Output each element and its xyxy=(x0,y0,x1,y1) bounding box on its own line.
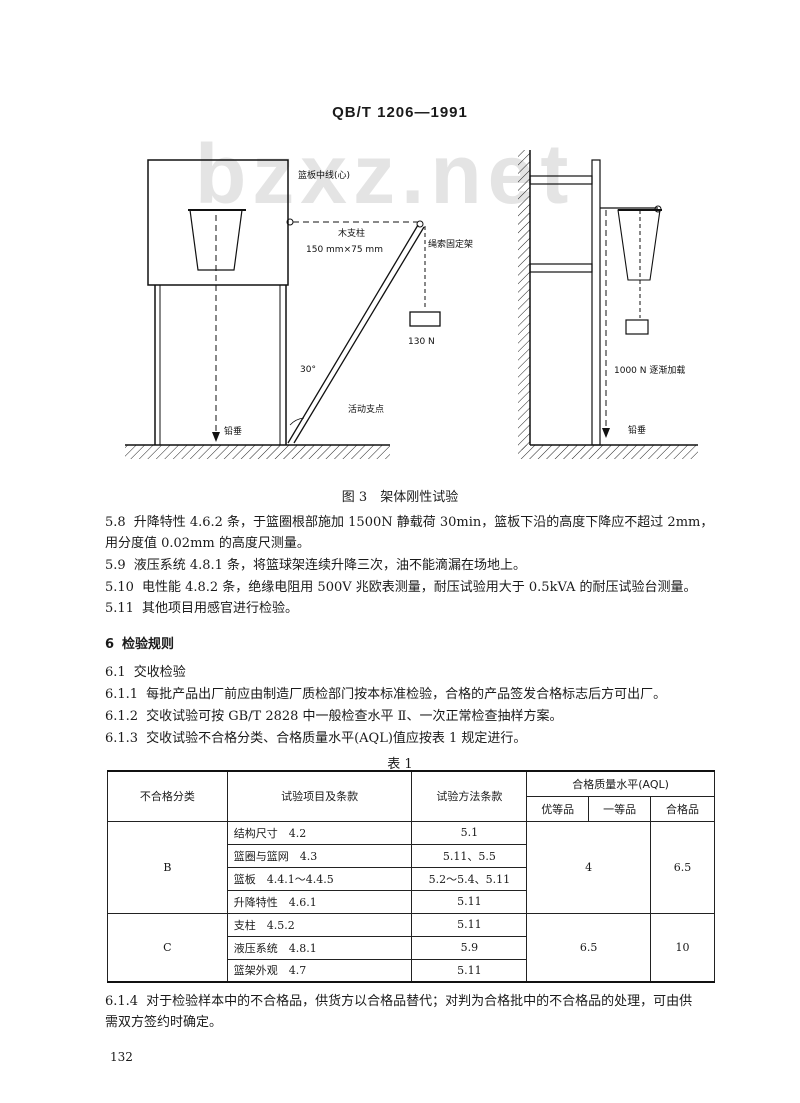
ground-right xyxy=(518,445,698,459)
load-1000n xyxy=(625,319,649,335)
item-cell: 支柱 4.5.2 xyxy=(226,912,413,937)
category-b: B xyxy=(107,820,228,914)
method-cell: 5.11 xyxy=(411,912,528,937)
table-row: 篮圈与篮网 4.3 5.11、5.5 xyxy=(108,843,715,868)
aql-c-excellent-first: 6.5 xyxy=(526,912,652,983)
paragraph-6-1-4-continued: 需双方签约时确定。 xyxy=(105,1015,223,1030)
item-cell: 升降特性 4.6.1 xyxy=(226,889,413,914)
load-130n xyxy=(409,311,441,327)
backboard-frame xyxy=(147,159,289,286)
clause-number: 6.1 xyxy=(105,665,126,680)
clause-number: 6.1.2 xyxy=(105,709,139,724)
aql-b-excellent-first: 4 xyxy=(526,820,652,914)
clause-number: 6.1.1 xyxy=(105,687,139,702)
label-wood-post-size: 150 mm×75 mm xyxy=(306,245,383,255)
paragraph-6-1-3: 6.1.3 交收试验不合格分类、合格质量水平(AQL)值应按表 1 规定进行。 xyxy=(105,730,526,748)
label-plumb-right: 铅垂 xyxy=(628,424,646,436)
clause-number: 5.9 xyxy=(105,558,126,573)
section-title-text: 检验规则 xyxy=(122,637,175,652)
item-cell: 篮板 4.4.1～4.4.5 xyxy=(226,866,413,891)
label-wood-post: 木支柱 xyxy=(338,227,365,239)
label-load-1000: 1000 N 逐渐加载 xyxy=(614,364,685,376)
aql-c-qualified: 10 xyxy=(650,912,715,983)
method-cell: 5.1 xyxy=(411,820,528,845)
label-load-130: 130 N xyxy=(408,337,435,347)
header-qualified: 合格品 xyxy=(650,795,715,822)
figure-caption: 图 3 架体刚性试验 xyxy=(341,490,459,505)
clause-text: 对于检验样本中的不合格品，供货方以合格品替代；对判为合格批中的不合格品的处理，可… xyxy=(146,994,693,1009)
label-backboard-centerline: 篮板中线(心) xyxy=(298,169,350,181)
watermark: bzxz.net xyxy=(195,127,575,221)
basket-right xyxy=(617,209,661,281)
header-method: 试验方法条款 xyxy=(411,770,528,822)
paragraph-6-1-2: 6.1.2 交收试验可按 GB/T 2828 中一般检查水平 Ⅱ、一次正常检查抽样… xyxy=(105,708,563,726)
clause-number: 5.8 xyxy=(105,515,126,530)
paragraph-6-1-1: 6.1.1 每批产品出厂前应由制造厂质检部门按本标准检验，合格的产品签发合格标志后… xyxy=(105,686,666,704)
method-cell: 5.11 xyxy=(411,958,528,983)
label-plumb-left: 铅垂 xyxy=(224,425,242,437)
table-row: 升降特性 4.6.1 5.11 xyxy=(108,889,715,914)
label-rope-fixture: 绳索固定架 xyxy=(428,238,473,250)
clause-number: 6.1.4 xyxy=(105,994,139,1009)
clause-text: 电性能 4.8.2 条，绝缘电阻用 500V 兆欧表测量，耐压试验用大于 0.5… xyxy=(141,580,697,595)
clause-number: 5.11 xyxy=(105,601,134,616)
clause-text: 其他项目用感官进行检验。 xyxy=(141,601,298,616)
paragraph-5-10: 5.10 电性能 4.8.2 条，绝缘电阻用 500V 兆欧表测量，耐压试验用大于… xyxy=(105,579,696,597)
aql-b-qualified: 6.5 xyxy=(650,820,715,914)
wall-right xyxy=(518,150,530,450)
figure-frame-rigidity-test: 篮板中线(心) 木支柱 150 mm×75 mm 绳索固定架 130 N 30°… xyxy=(110,140,710,480)
table-header-row: 不合格分类 试验项目及条款 试验方法条款 合格质量水平(AQL) xyxy=(107,770,715,822)
paragraph-5-11: 5.11 其他项目用感官进行检验。 xyxy=(105,600,298,618)
paragraph-5-8-continued: 用分度值 0.02mm 的高度尺测量。 xyxy=(105,536,310,551)
clause-text: 交收检验 xyxy=(133,665,186,680)
clause-text: 交收试验不合格分类、合格质量水平(AQL)值应按表 1 规定进行。 xyxy=(146,731,527,746)
method-cell: 5.11、5.5 xyxy=(411,843,528,868)
method-cell: 5.2～5.4、5.11 xyxy=(411,866,528,891)
header-first: 一等品 xyxy=(588,795,652,822)
header-aql: 合格质量水平(AQL) xyxy=(526,770,715,797)
standard-code-header: QB/T 1206—1991 xyxy=(332,104,468,121)
header-item: 试验项目及条款 xyxy=(226,770,413,822)
clause-text: 每批产品出厂前应由制造厂质检部门按本标准检验，合格的产品签发合格标志后方可出厂。 xyxy=(146,687,667,702)
table-row: B 结构尺寸 4.2 5.1 4 6.5 xyxy=(107,820,715,914)
page-number: 132 xyxy=(110,1050,133,1064)
header-excellent: 优等品 xyxy=(526,795,590,822)
paragraph-5-8: 5.8 升降特性 4.6.2 条，于篮圈根部施加 1500N 静载荷 30min，… xyxy=(105,514,713,532)
table-row: C 支柱 4.5.2 5.11 6.5 10 xyxy=(107,912,715,983)
section-number: 6 xyxy=(105,637,115,652)
header-category: 不合格分类 xyxy=(107,770,228,822)
aql-table: 不合格分类 试验项目及条款 试验方法条款 合格质量水平(AQL) 优等品 一等品… xyxy=(107,770,715,983)
paragraph-6-1: 6.1 交收检验 xyxy=(105,664,186,682)
item-cell: 篮架外观 4.7 xyxy=(226,958,413,983)
paragraph-5-9: 5.9 液压系统 4.8.1 条，将篮球架连续升降三次，油不能滴漏在场地上。 xyxy=(105,557,526,575)
category-c: C xyxy=(107,912,228,983)
section-6-title: 6 检验规则 xyxy=(105,636,174,654)
item-cell: 篮圈与篮网 4.3 xyxy=(226,843,413,868)
method-cell: 5.11 xyxy=(411,889,528,914)
clause-number: 5.10 xyxy=(105,580,134,595)
item-cell: 结构尺寸 4.2 xyxy=(226,820,413,845)
post-right xyxy=(591,159,601,446)
clause-text: 交收试验可按 GB/T 2828 中一般检查水平 Ⅱ、一次正常检查抽样方案。 xyxy=(146,709,563,724)
paragraph-6-1-4: 6.1.4 对于检验样本中的不合格品，供货方以合格品替代；对判为合格批中的不合格品… xyxy=(105,993,692,1011)
label-movable-pivot: 活动支点 xyxy=(348,403,384,415)
clause-text: 液压系统 4.8.1 条，将篮球架连续升降三次，油不能滴漏在场地上。 xyxy=(133,558,527,573)
figure-diagram: 篮板中线(心) 木支柱 150 mm×75 mm 绳索固定架 130 N 30°… xyxy=(125,150,698,459)
label-angle: 30° xyxy=(300,365,316,375)
ground-left xyxy=(125,445,390,459)
table-row: 篮架外观 4.7 5.11 xyxy=(107,958,715,983)
item-cell: 液压系统 4.8.1 xyxy=(226,935,413,960)
table-title: 表 1 xyxy=(387,757,413,772)
clause-number: 6.1.3 xyxy=(105,731,139,746)
method-cell: 5.9 xyxy=(411,935,528,960)
clause-text: 升降特性 4.6.2 条，于篮圈根部施加 1500N 静载荷 30min，篮板下… xyxy=(133,515,714,530)
